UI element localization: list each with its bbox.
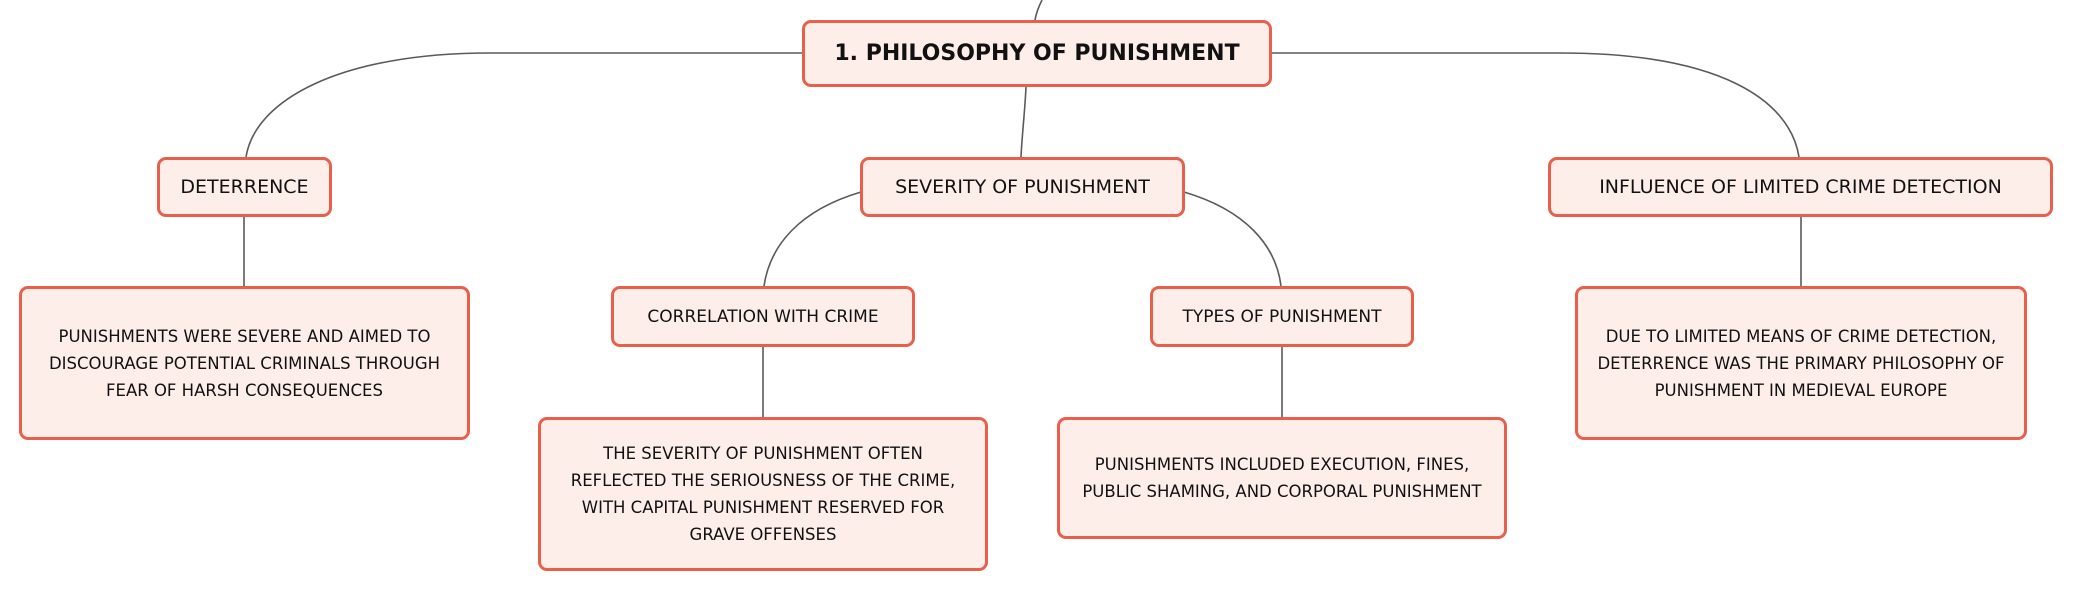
severity-of-punishment-node[interactable]: SEVERITY OF PUNISHMENT [860,157,1185,217]
root-topic-node[interactable]: 1. PHILOSOPHY OF PUNISHMENT [802,20,1272,87]
deterrence-node[interactable]: DETERRENCE [157,157,332,217]
connector-severity-to-types [1183,191,1282,287]
types-detail-node[interactable]: PUNISHMENTS INCLUDED EXECUTION, FINES, P… [1057,417,1507,539]
connector-root-to-deterrence [245,52,802,158]
correlation-with-crime-node[interactable]: CORRELATION WITH CRIME [611,286,915,347]
limited-detection-detail-node[interactable]: DUE TO LIMITED MEANS OF CRIME DETECTION,… [1575,286,2027,440]
connector-parent-to-root [1034,0,1043,21]
types-of-punishment-node[interactable]: TYPES OF PUNISHMENT [1150,286,1414,347]
connector-root-to-detection [1272,52,1800,158]
limited-crime-detection-node[interactable]: INFLUENCE OF LIMITED CRIME DETECTION [1548,157,2053,217]
deterrence-detail-node[interactable]: PUNISHMENTS WERE SEVERE AND AIMED TO DIS… [19,286,470,440]
connector-severity-to-correlation [763,191,862,287]
connector-root-to-severity [1020,86,1027,158]
correlation-detail-node[interactable]: THE SEVERITY OF PUNISHMENT OFTEN REFLECT… [538,417,988,571]
